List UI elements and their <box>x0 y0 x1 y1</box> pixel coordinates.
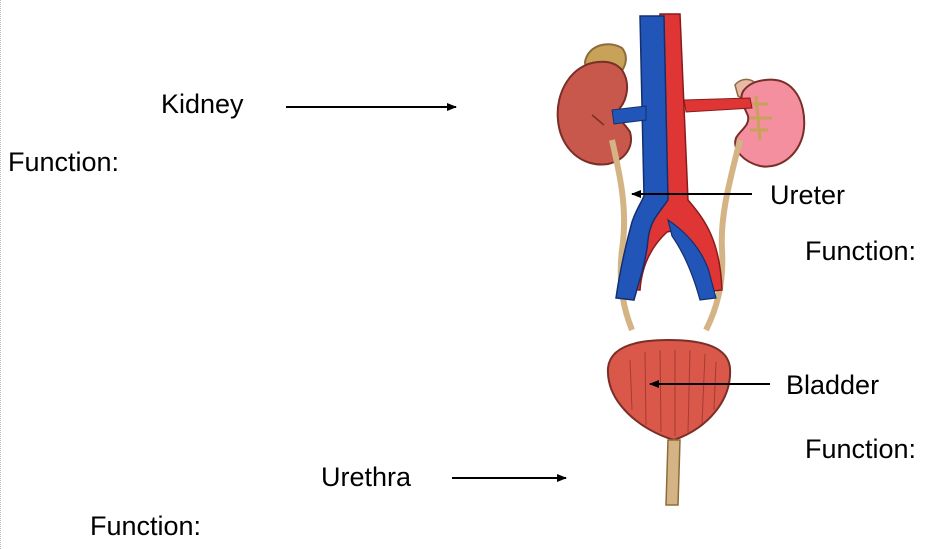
bladder-function-label: Function: <box>805 434 916 464</box>
urethra-tube <box>666 440 680 505</box>
kidney-label: Kidney <box>161 89 244 119</box>
bladder-label: Bladder <box>786 370 879 400</box>
bladder <box>608 340 730 440</box>
ureter-label: Ureter <box>770 180 845 210</box>
renal-artery-right <box>684 98 752 112</box>
kidney-function-label: Function: <box>8 147 119 177</box>
urethra-label: Urethra <box>321 462 411 492</box>
urethra-function-label: Function: <box>90 511 201 541</box>
right-kidney <box>735 80 804 167</box>
ureter-function-label: Function: <box>805 236 916 266</box>
